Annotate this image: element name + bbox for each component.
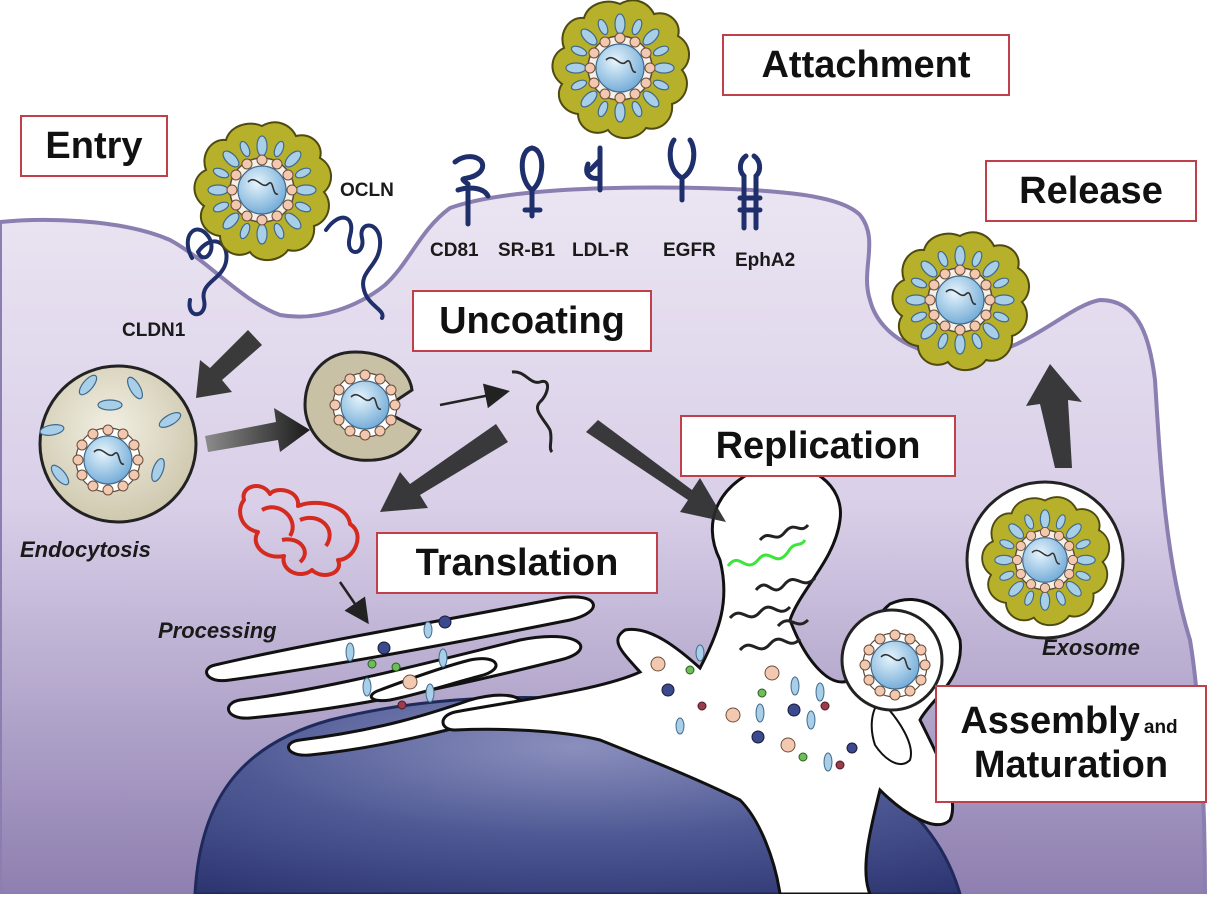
cd81-label: CD81 [430,240,479,261]
replication-label: Replication [715,424,921,467]
er-cargo-dots [345,615,858,772]
tight-junctions [185,215,385,320]
exosome-label: Exosome [1042,635,1140,660]
arrow-uncoating-to-translation [380,424,508,512]
cldn1-label: CLDN1 [122,320,186,341]
epha2-label: EphA2 [735,250,796,271]
arrow-uncoating-to-rna [439,383,510,409]
ldlr-label: LDL-R [572,240,629,261]
membranous-web [441,462,962,896]
uncoating-label-box: Uncoating [412,290,652,352]
entry-label: Entry [45,124,143,167]
egfr-label: EGFR [663,240,716,261]
uncoating-label: Uncoating [439,299,625,342]
replication-rna [726,523,817,652]
ocln-label: OCLN [340,180,394,201]
endosome [38,364,198,524]
arrow-entry-to-endocytosis [196,330,262,398]
release-label: Release [1019,169,1163,212]
endocytosis-label: Endocytosis [20,537,151,562]
receptors [452,137,763,231]
membranous-web-lower-branch [870,698,912,765]
attachment-label-box: Attachment [722,34,1010,96]
assembly-maturation-label-box: Assembly and Maturation [935,685,1207,803]
maturation-label: Maturation [973,744,1169,786]
arrow-endocytosis-to-uncoating [205,408,310,452]
flow-arrows [196,330,1082,625]
assembly-line: Assembly and [960,700,1181,744]
translation-label-box: Translation [376,532,658,594]
arrow-exosome-to-release [1026,364,1082,468]
release-label-box: Release [985,160,1197,222]
attaching-virus [551,0,691,140]
uncoating-vesicle [303,350,423,462]
attachment-label: Attachment [761,43,971,86]
maturing-capsid [840,608,944,712]
arrow-translation-to-processing [338,581,369,625]
exosome [965,480,1125,640]
translation-rna [238,484,360,577]
arrow-rna-to-replication [586,420,726,522]
entry-label-box: Entry [20,115,168,177]
processing-label: Processing [158,618,277,643]
srb1-label: SR-B1 [498,240,556,261]
translation-label: Translation [415,541,619,584]
released-rna [511,370,554,454]
assembly-label: Assembly [960,700,1140,743]
replication-label-box: Replication [680,415,956,477]
and-label: and [1143,717,1178,739]
